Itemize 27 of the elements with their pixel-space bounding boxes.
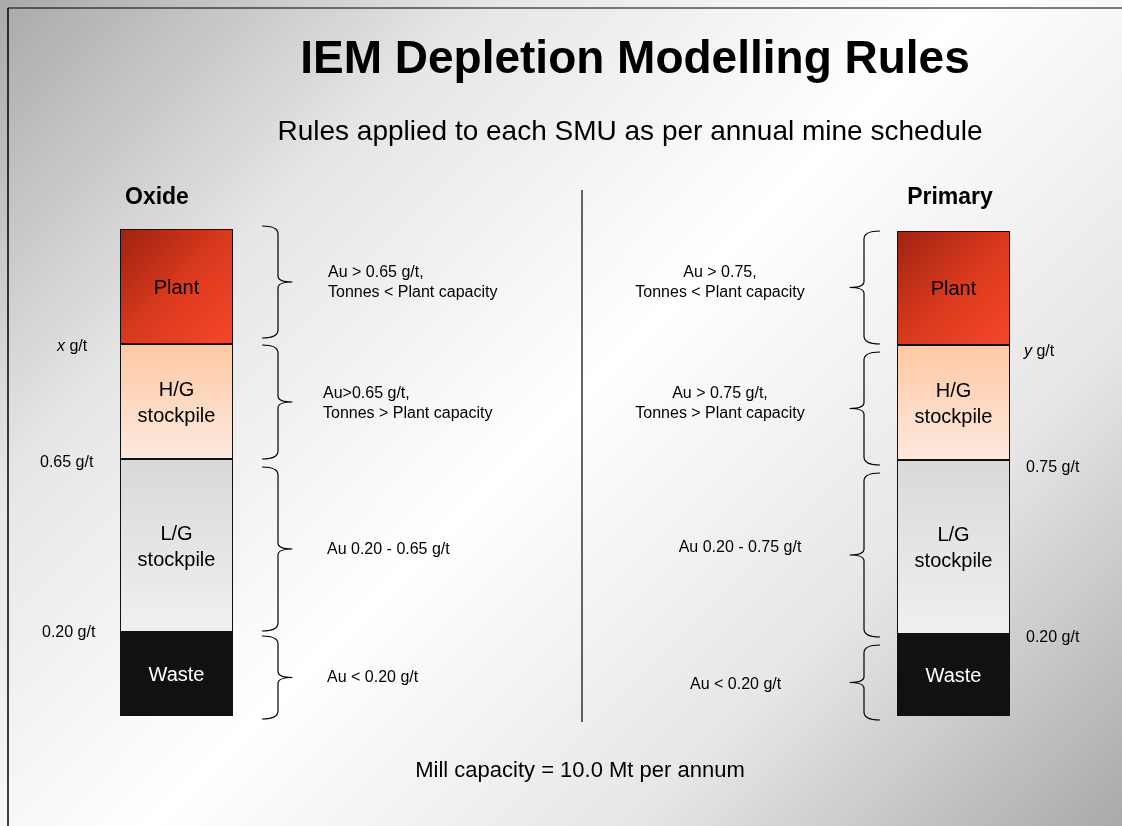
slide-title: IEM Depletion Modelling Rules [299, 30, 971, 84]
column-heading: Primary [906, 182, 994, 211]
rule-text: Au 0.20 - 0.75 g/t [677, 537, 803, 557]
rule-text: Au > 0.75, Tonnes < Plant capacity [634, 262, 806, 302]
subtitle: Rules applied to each SMU as per annual mine schedule [276, 114, 984, 148]
rule-text: Au>0.65 g/t, Tonnes > Plant capacity [323, 383, 494, 423]
threshold-label: y g/t [1024, 341, 1056, 361]
threshold-label: x g/t [57, 336, 89, 356]
low-grade-zone: L/G stockpile [897, 460, 1010, 634]
column-heading: Oxide [125, 182, 190, 211]
threshold-label: 0.20 g/t [42, 622, 97, 642]
rule-text: Au 0.20 - 0.65 g/t [327, 539, 451, 559]
rule-text: Au > 0.65 g/t, Tonnes < Plant capacity [328, 262, 499, 302]
waste-zone: Waste [120, 632, 233, 716]
plant-zone: Plant [120, 229, 233, 344]
rule-text: Au < 0.20 g/t [327, 667, 420, 687]
threshold-label: 0.20 g/t [1026, 627, 1081, 647]
slide-caption: Mill capacity = 10.0 Mt per annum [414, 757, 746, 783]
threshold-label: 0.65 g/t [40, 452, 95, 472]
waste-zone: Waste [897, 634, 1010, 716]
plant-zone: Plant [897, 231, 1010, 345]
low-grade-zone: L/G stockpile [120, 459, 233, 632]
high-grade-zone: H/G stockpile [897, 345, 1010, 460]
high-grade-zone: H/G stockpile [120, 344, 233, 459]
rule-text: Au > 0.75 g/t, Tonnes > Plant capacity [634, 383, 806, 423]
threshold-label: 0.75 g/t [1026, 457, 1081, 477]
rule-text: Au < 0.20 g/t [690, 674, 783, 694]
